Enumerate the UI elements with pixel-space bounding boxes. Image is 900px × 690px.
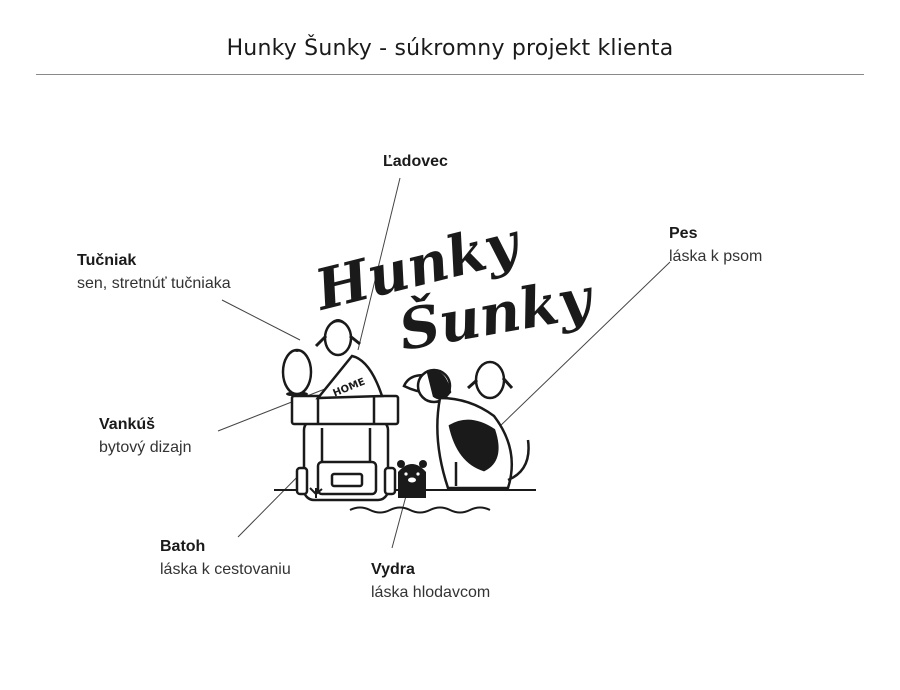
callout-tucniak: Tučniak sen, stretnúť tučniaka (77, 249, 231, 295)
leader-pes (497, 261, 671, 429)
pillow: HOME (315, 354, 384, 399)
leader-lines (217, 177, 671, 549)
penguin-flying (467, 360, 514, 400)
callout-batoh-desc: láska k cestovaniu (160, 561, 291, 578)
callout-batoh: Batoh láska k cestovaniu (160, 535, 291, 581)
page-title: Hunky Šunky - súkromny projekt klienta (226, 36, 674, 61)
callout-vankus-desc: bytový dizajn (99, 439, 192, 456)
callout-vankus: Vankúš bytový dizajn (99, 413, 192, 459)
penguin-flapping (314, 319, 361, 357)
callout-ladovec-name: Ľadovec (383, 153, 448, 170)
backpack (290, 394, 400, 502)
logo-lettering: Hunky Šunky (307, 209, 599, 364)
plant (309, 487, 323, 498)
callout-ladovec: Ľadovec (383, 150, 448, 173)
otter (397, 460, 427, 498)
leader-ladovec (357, 177, 401, 351)
penguin-standing (281, 348, 313, 396)
dog (402, 368, 530, 490)
callout-tucniak-desc: sen, stretnúť tučniaka (77, 275, 231, 292)
callout-vankus-name: Vankúš (99, 416, 156, 433)
callout-pes-desc: láska k psom (669, 248, 763, 265)
callout-batoh-name: Batoh (160, 538, 206, 555)
callout-pes-name: Pes (669, 225, 698, 242)
callout-vydra-desc: láska hlodavcom (371, 584, 491, 601)
leader-vankus (217, 384, 336, 432)
callout-vydra-name: Vydra (371, 561, 415, 578)
callout-vydra: Vydra láska hlodavcom (371, 558, 490, 604)
title-divider (36, 74, 864, 75)
callout-pes: Pes láska k psom (669, 222, 762, 268)
callout-tucniak-name: Tučniak (77, 252, 137, 269)
leader-vydra (391, 495, 407, 549)
leader-tucniak (221, 299, 301, 341)
